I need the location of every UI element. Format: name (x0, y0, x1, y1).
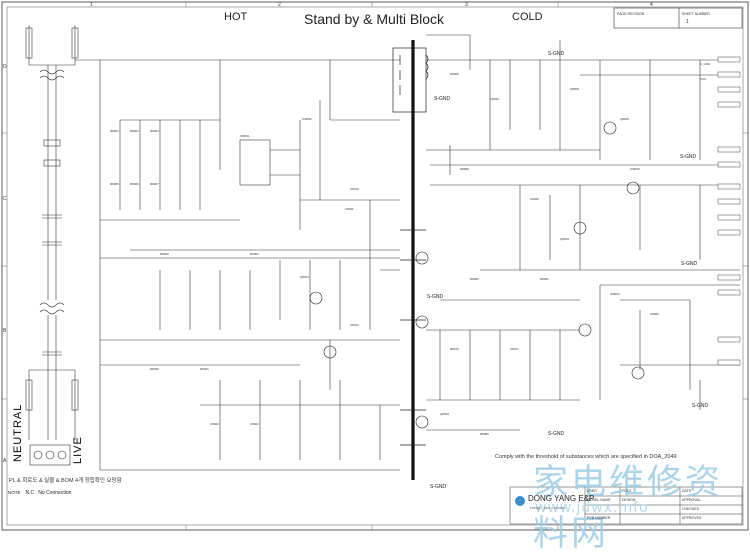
svg-text:C8071: C8071 (510, 347, 519, 351)
svg-text:R8005: R8005 (110, 182, 119, 186)
sgnd-label: S-GND (548, 431, 565, 437)
column-number: 3 (465, 2, 468, 8)
title-block (509, 486, 743, 525)
svg-text:R8003: R8003 (150, 129, 159, 133)
svg-text:D8005: D8005 (450, 72, 459, 76)
company-name: DONG YANG E&P (528, 494, 595, 503)
grid-labels: 1 2 3 4 D C B A (3, 2, 653, 464)
row-letter: A (3, 458, 7, 464)
connector-pins (717, 56, 741, 366)
sgnd-label: S-GND (430, 484, 447, 490)
tb-field: PCB NUMBER (587, 516, 611, 520)
grid-ticks (2, 2, 748, 530)
svg-text:C8040: C8040 (530, 197, 539, 201)
svg-text:C8011: C8011 (345, 207, 354, 211)
secondary-section (426, 34, 740, 431)
sheet-number: 1 (686, 19, 689, 25)
svg-text:R8051: R8051 (540, 277, 549, 281)
revision-box (613, 7, 743, 29)
column-number: 1 (90, 2, 93, 8)
column-number: 4 (650, 2, 653, 8)
korean-note: PL & 회로도 & 실물 & BOM 4개 정합확인 요망함 (9, 478, 122, 484)
row-letter: D (3, 64, 7, 70)
svg-text:C8021: C8021 (250, 422, 259, 426)
sgnd-label: S-GND (681, 261, 698, 267)
tb-field: TITLE (622, 489, 632, 493)
sgnd-label: S-GND (692, 403, 709, 409)
svg-text:R8001: R8001 (110, 129, 119, 133)
sgnd-label: S-GND (680, 154, 697, 160)
row-letter: C (3, 196, 7, 202)
sheet-number-label: SHEET NUMBER (682, 12, 710, 16)
svg-text:R8080: R8080 (480, 432, 489, 436)
primary-bus (75, 59, 400, 471)
company-tagline: energy · plus · solution (530, 506, 566, 510)
svg-text:Q8005: Q8005 (570, 87, 579, 91)
tb-field: DESIGN (622, 498, 636, 502)
svg-text:Q8001: Q8001 (300, 275, 309, 279)
transformer-windings (392, 47, 429, 446)
watermark-url: www.jdwx.info (535, 500, 649, 516)
sgnd-label: S-GND (427, 294, 444, 300)
transistors (309, 121, 645, 429)
sgnd-label: S-GND (548, 51, 565, 57)
sgnd-label: S-GND (434, 96, 451, 102)
svg-text:Q8010: Q8010 (560, 237, 569, 241)
svg-text:IC8004: IC8004 (610, 292, 620, 296)
drawing-inner-border (6, 6, 744, 526)
svg-text:R8020: R8020 (160, 252, 169, 256)
svg-text:IC8002: IC8002 (302, 117, 312, 121)
cold-side-label: COLD (512, 11, 543, 23)
column-number: 2 (278, 2, 281, 8)
hot-side-label: HOT (224, 11, 248, 23)
live-label: LIVE (72, 436, 84, 464)
note-label: NOTE (8, 490, 21, 495)
svg-text:D8009: D8009 (460, 167, 469, 171)
svg-text:R8007: R8007 (150, 182, 159, 186)
svg-text:IC8001: IC8001 (240, 134, 250, 138)
compliance-note: Comply with the threshold of substances … (495, 454, 677, 460)
svg-text:C8030: C8030 (490, 97, 499, 101)
svg-text:R8050: R8050 (470, 277, 479, 281)
svg-text:R8030: R8030 (150, 367, 159, 371)
svg-text:C8010: C8010 (350, 187, 359, 191)
svg-text:IC8003: IC8003 (630, 167, 640, 171)
tb-field: MODEL NAME (587, 498, 611, 502)
svg-text:C8060: C8060 (650, 312, 659, 316)
page-revision-label: PAGE REVISION (617, 12, 645, 16)
row-letter: B (3, 328, 7, 334)
svg-text:C8014: C8014 (350, 323, 359, 327)
neutral-label: NEUTRAL (12, 403, 24, 462)
svg-text:C8020: C8020 (210, 422, 219, 426)
note-block: NOTE N.C : No Connection (8, 490, 71, 496)
svg-text:A_GND: A_GND (700, 62, 711, 66)
page-title: Stand by & Multi Block (304, 11, 445, 27)
note-text: N.C : No Connection (25, 490, 72, 496)
svg-text:VCC: VCC (700, 77, 707, 81)
svg-text:D8001: D8001 (250, 252, 259, 256)
tb-field: APPROVAL (682, 498, 701, 502)
svg-text:R8031: R8031 (200, 367, 209, 371)
svg-text:Q8006: Q8006 (620, 117, 629, 121)
svg-text:R8006: R8006 (130, 182, 139, 186)
tb-field: DATE (682, 489, 692, 493)
svg-text:Q8020: Q8020 (440, 412, 449, 416)
drawing-border (1, 1, 749, 531)
ac-input-section (25, 25, 79, 466)
company-logo-mark (515, 496, 525, 506)
tb-field: CHECKED (682, 507, 700, 511)
tb-field: USER (587, 489, 597, 493)
svg-text:R8070: R8070 (450, 347, 459, 351)
svg-text:R8002: R8002 (130, 129, 139, 133)
tb-field: APPROVED (682, 516, 702, 520)
